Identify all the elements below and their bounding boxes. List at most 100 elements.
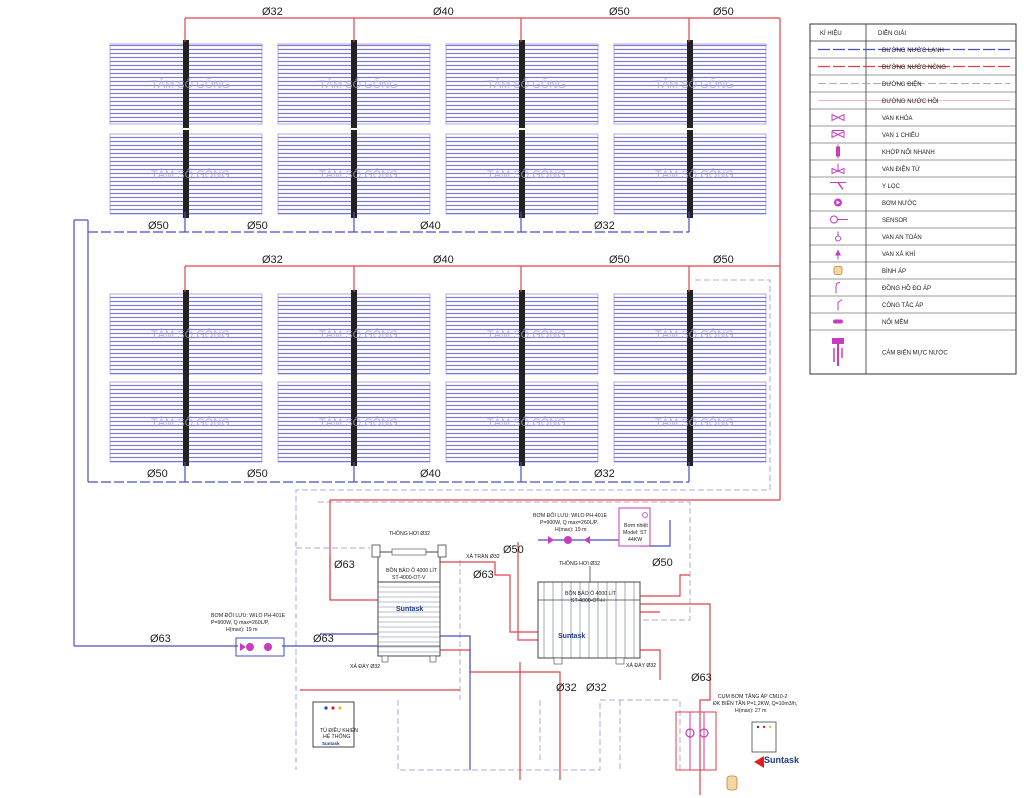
- air-vent-icon: [835, 249, 841, 260]
- solar-collector-panel[interactable]: TÂM SỐ GÔNG: [277, 40, 431, 128]
- pump-label: H(max): 19 m: [226, 627, 257, 633]
- pump-label: P=900W, Q max=260L/P,: [211, 620, 269, 626]
- pipe-label: Ø50: [247, 220, 268, 232]
- legend-label: VAN KHÓA: [882, 115, 913, 122]
- tank-label: BỒN BẢO Ô 4000 LÍT: [386, 567, 438, 574]
- left-pump-group[interactable]: [235, 637, 285, 657]
- safety-valve-icon: [835, 231, 841, 242]
- pipe-label: Ø63: [334, 559, 355, 571]
- legend-label: VAN XẢ KHÍ: [882, 251, 916, 258]
- watermark-text: TÂM SỐ GÔNG: [487, 167, 566, 181]
- pipe-label: Ø50: [247, 468, 268, 480]
- watermark-text: TÂM SỐ GÔNG: [655, 327, 734, 341]
- solar-collector-panel[interactable]: TÂM SỐ GÔNG: [613, 378, 767, 466]
- legend-label: CẢM BIẾN MỰC NƯỚC: [882, 350, 948, 357]
- legend-label: BƠM NƯỚC: [882, 200, 917, 207]
- booster-controller[interactable]: [751, 721, 777, 753]
- mid-hot-manifold: [184, 265, 780, 292]
- heat-pump-unit[interactable]: [618, 507, 651, 547]
- solenoid-valve-icon: [831, 163, 845, 175]
- watermark-text: TÂM SỐ GÔNG: [151, 415, 230, 429]
- legend-label: ĐỒNG HỒ ĐO ÁP: [882, 285, 931, 292]
- tank-label: BỒN BẢO Ô 4000 LÍT: [565, 590, 617, 597]
- top-pump-group[interactable]: [548, 536, 590, 544]
- overflow-label: XẢ TRÀN Ø32: [466, 553, 500, 560]
- solar-collector-panel[interactable]: TÂM SỐ GÔNG: [109, 378, 263, 466]
- heat-pump-label: Model: ST: [623, 530, 647, 536]
- solar-collector-panel[interactable]: TÂM SỐ GÔNG: [445, 40, 599, 128]
- pipe-label: Ø32: [262, 254, 283, 266]
- horizontal-storage-tank[interactable]: [537, 566, 641, 665]
- tank-label: ST-4000-OT-V: [392, 575, 426, 581]
- solar-collector-panel[interactable]: TÂM SỐ GÔNG: [277, 290, 431, 378]
- solar-collector-panel[interactable]: TÂM SỐ GÔNG: [445, 130, 599, 218]
- heat-pump-label: Bơm nhiệt: [624, 523, 648, 529]
- legend-label: ĐƯỜNG ĐIỆN: [882, 80, 922, 88]
- solar-collector-panel[interactable]: TÂM SỐ GÔNG: [613, 40, 767, 128]
- pipe-label: Ø50: [609, 6, 630, 18]
- pressure-switch-icon: [837, 299, 843, 311]
- check-valve-icon: [831, 130, 845, 139]
- vertical-storage-tank[interactable]: [371, 544, 447, 663]
- brand-logo: [754, 756, 764, 768]
- expansion-tank-icon: [833, 266, 843, 275]
- pipe-label: Ø63: [150, 633, 171, 645]
- pipe-label: Ø32: [262, 6, 283, 18]
- top-hot-manifold: [184, 17, 781, 500]
- tank-brand-logo: Suntask: [558, 633, 585, 640]
- legend-label: ĐƯỜNG NƯỚC LẠNH: [882, 47, 944, 54]
- pipe-label: Ø32: [594, 468, 615, 480]
- watermark-text: TÂM SỐ GÔNG: [655, 77, 734, 91]
- pipe-label: Ø50: [713, 254, 734, 266]
- solar-collector-panel[interactable]: TÂM SỐ GÔNG: [277, 130, 431, 218]
- solar-collector-panel[interactable]: TÂM SỐ GÔNG: [109, 130, 263, 218]
- watermark-text: TÂM SỐ GÔNG: [655, 167, 734, 181]
- solar-collector-panel[interactable]: TÂM SỐ GÔNG: [613, 130, 767, 218]
- vent-label: THÔNG HƠI Ø32: [559, 560, 600, 567]
- booster-pump-group[interactable]: [675, 711, 738, 791]
- pipe-label: Ø40: [433, 254, 454, 266]
- pipe-label: Ø32: [594, 220, 615, 232]
- control-cabinet[interactable]: [312, 701, 355, 748]
- legend-label: NỐI MỀM: [882, 319, 908, 326]
- control-label: TỦ ĐIỀU KHIỂN: [320, 727, 358, 734]
- pump-label: P=900W, Q max=260L/P,: [540, 520, 598, 526]
- watermark-text: TÂM SỐ GÔNG: [319, 327, 398, 341]
- watermark-text: TÂM SỐ GÔNG: [319, 415, 398, 429]
- tank-brand-logo: Suntask: [396, 606, 423, 613]
- drain-label: XẢ ĐÁY Ø32: [626, 662, 656, 669]
- legend-label: VAN 1 CHIỀU: [882, 132, 919, 139]
- tank-label: ST-4000-OT-H: [571, 598, 605, 604]
- pipe-label: Ø32: [556, 682, 577, 694]
- solar-collector-panel[interactable]: TÂM SỐ GÔNG: [277, 378, 431, 466]
- watermark-text: TÂM SỐ GÔNG: [487, 327, 566, 341]
- pipe-label: Ø32: [586, 682, 607, 694]
- legend-label: SENSOR: [882, 218, 908, 224]
- level-sensor-icon: [832, 338, 844, 366]
- watermark-text: TÂM SỐ GÔNG: [655, 415, 734, 429]
- booster-label: CỤM BƠM TĂNG ÁP CM10-2: [718, 693, 788, 700]
- pump-label: H(max): 19 m: [555, 527, 586, 533]
- solar-collector-panel[interactable]: TÂM SỐ GÔNG: [445, 290, 599, 378]
- solar-collector-panel[interactable]: TÂM SỐ GÔNG: [613, 290, 767, 378]
- watermark-text: TÂM SỐ GÔNG: [151, 327, 230, 341]
- legend-label: CÔNG TẮC ÁP: [882, 301, 923, 309]
- watermark-text: TÂM SỐ GÔNG: [319, 167, 398, 181]
- watermark-text: TÂM SỐ GÔNG: [487, 415, 566, 429]
- pipe-label: Ø50: [652, 557, 673, 569]
- pipe-label: Ø50: [147, 468, 168, 480]
- legend-label: BÌNH ÁP: [882, 268, 906, 275]
- pump-icon: [834, 198, 842, 207]
- pipe-label: Ø40: [433, 6, 454, 18]
- cold-main-left: [74, 520, 671, 770]
- booster-label: H(max): 27 m: [735, 708, 766, 714]
- legend-label: VAN ĐIỆN TỪ: [882, 165, 920, 173]
- watermark-text: TÂM SỐ GÔNG: [151, 167, 230, 181]
- solar-collector-panel[interactable]: TÂM SỐ GÔNG: [109, 40, 263, 128]
- pump-label: BƠM ĐỐI LƯU: WILO PH-401E: [211, 612, 286, 619]
- solar-collector-panel[interactable]: TÂM SỐ GÔNG: [445, 378, 599, 466]
- solar-collector-panel[interactable]: TÂM SỐ GÔNG: [109, 290, 263, 378]
